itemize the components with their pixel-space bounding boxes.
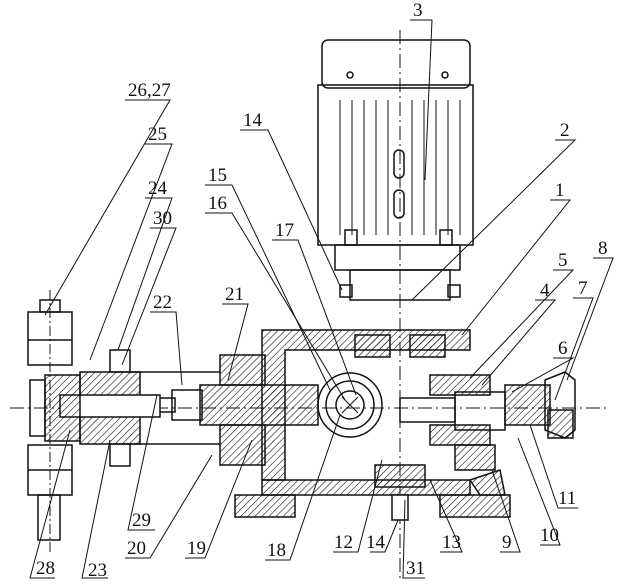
callout-17: 17 [275,220,294,241]
callout-25: 25 [148,124,167,145]
callout-10: 10 [540,525,559,546]
callout-29: 29 [132,510,151,531]
eccentric-bearing [317,372,383,438]
callout-20: 20 [127,538,146,559]
callout-7: 7 [578,278,588,299]
callout-28: 28 [36,558,55,579]
callout-30: 30 [153,208,172,229]
motor [317,39,474,301]
callout-3: 3 [413,0,423,21]
callout-12: 12 [334,532,353,553]
callout-14-top: 14 [243,110,263,131]
callout-19: 19 [187,538,206,559]
callout-1: 1 [555,180,565,201]
callout-15: 15 [208,165,227,186]
left-plunger-assembly [29,349,319,467]
leader-lines [29,19,614,579]
callout-18: 18 [267,540,286,561]
callout-13: 13 [442,532,461,553]
callout-4: 4 [540,280,550,301]
callout-24: 24 [148,178,168,199]
callout-2: 2 [560,120,570,141]
callout-16: 16 [208,193,227,214]
callout-31: 31 [406,558,425,579]
left-valve-nuts [27,290,73,555]
callout-23: 23 [88,560,107,581]
callout-9: 9 [502,532,512,553]
callout-11: 11 [558,488,576,509]
callout-14-bottom: 14 [366,532,386,553]
callout-26-27: 26,27 [128,80,171,101]
callout-labels: 3 2 14 1 5 4 6 7 8 15 16 17 26,27 25 24 … [36,0,608,581]
callout-21: 21 [225,284,244,305]
callout-6: 6 [558,338,568,359]
callout-5: 5 [558,250,568,271]
callout-22: 22 [153,292,172,313]
callout-8: 8 [598,238,608,259]
right-plunger-assembly [399,371,576,496]
pump-housing [234,329,511,521]
